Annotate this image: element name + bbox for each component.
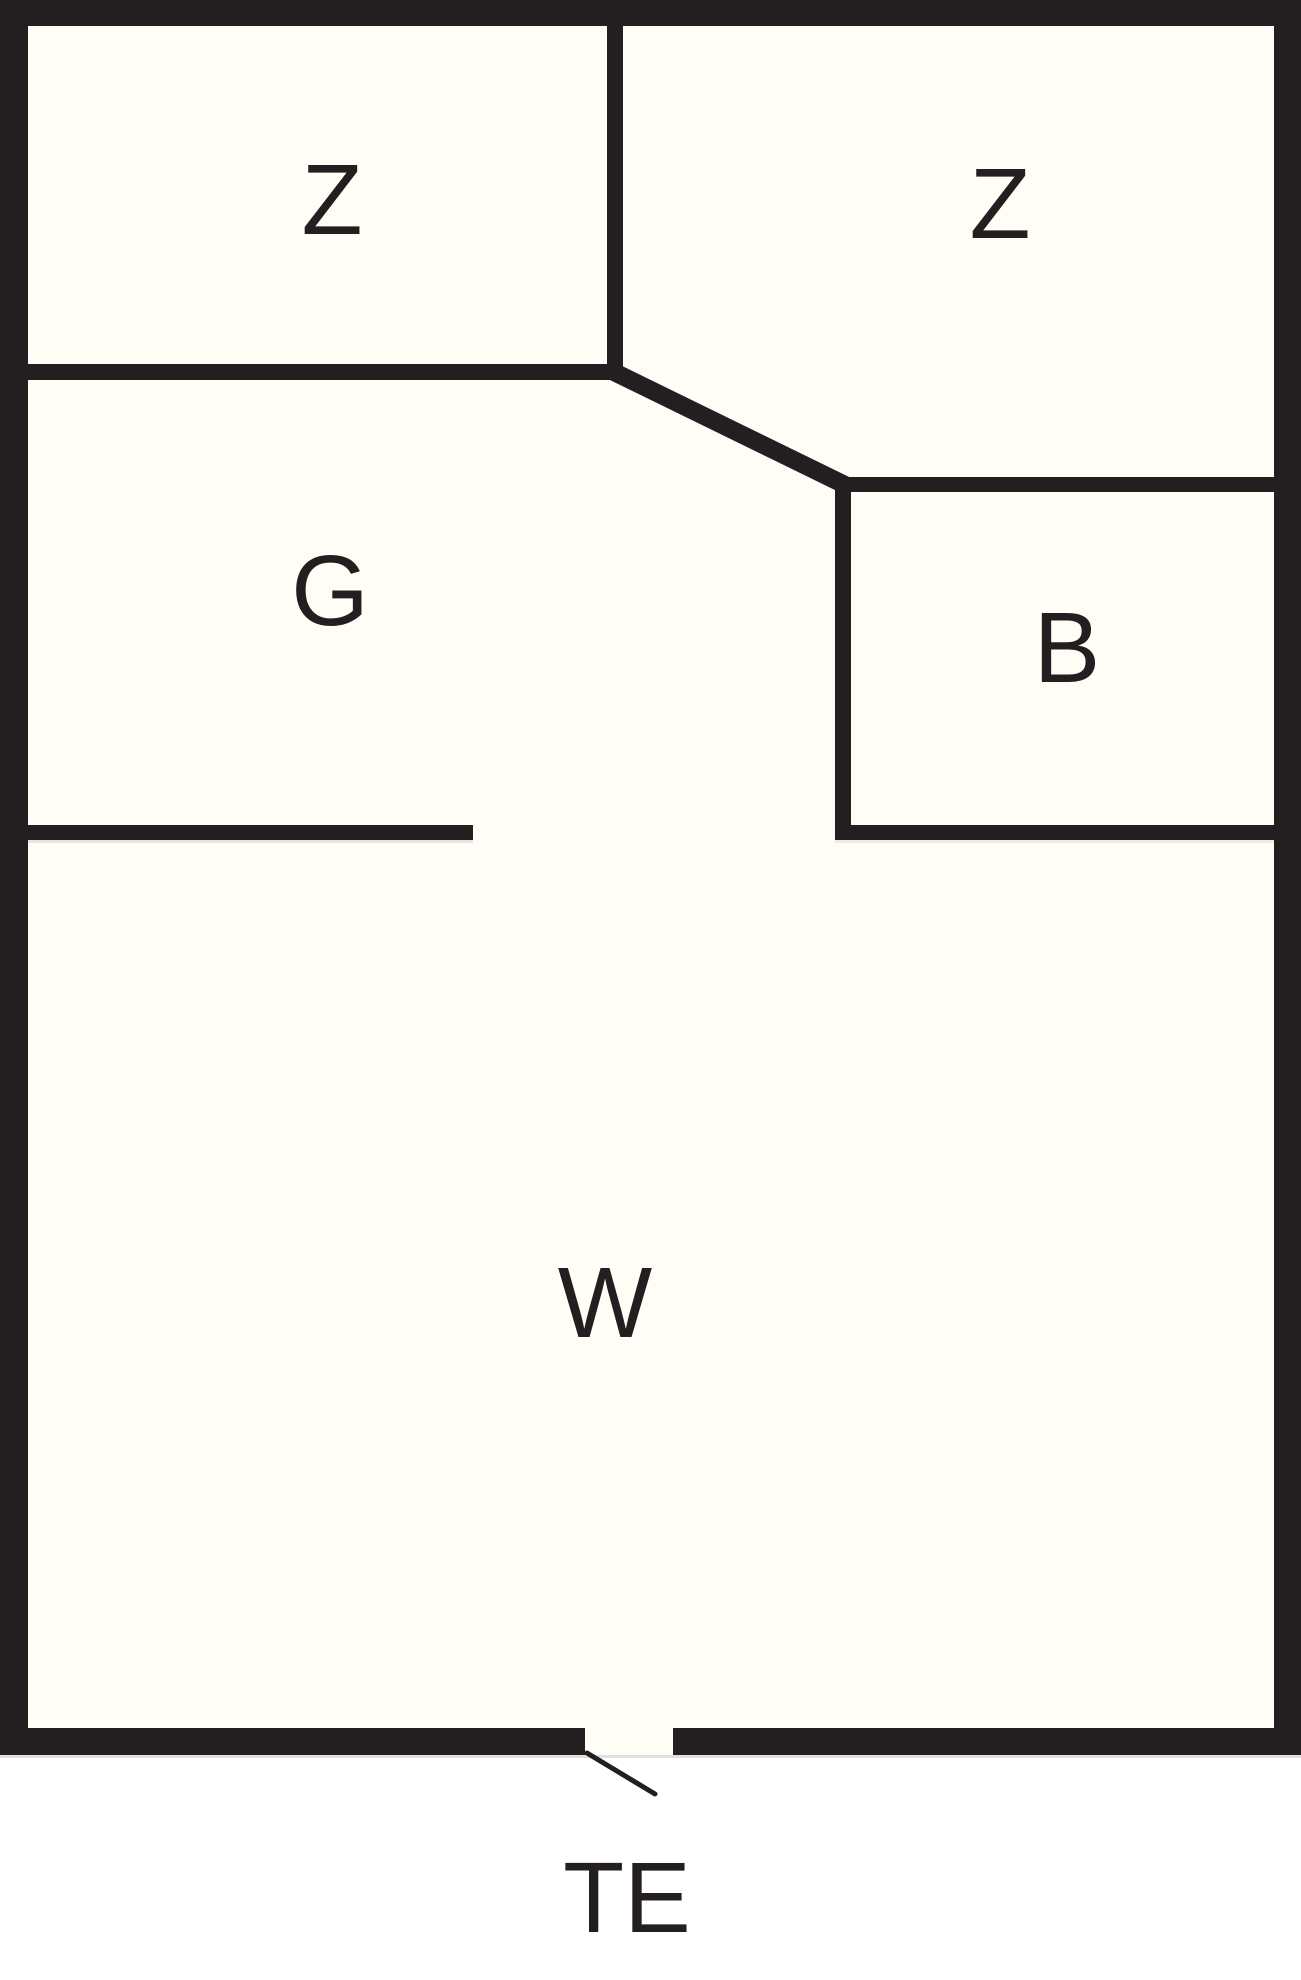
g-wall-shadow bbox=[28, 840, 473, 843]
wall-divider-z-rooms bbox=[607, 26, 623, 380]
entrance-door-leaf-line bbox=[584, 1750, 658, 1797]
wall-b-top bbox=[843, 477, 1274, 492]
wall-diagonal bbox=[603, 360, 856, 497]
wall-outer-bottom-right-segment bbox=[673, 1728, 1301, 1755]
wall-g-bottom bbox=[28, 825, 473, 840]
floor-area bbox=[0, 0, 1301, 1755]
bottom-wall-shadow bbox=[0, 1755, 1301, 1758]
wall-z-left-bottom bbox=[28, 364, 623, 380]
room-label-z-right: Z bbox=[969, 148, 1030, 260]
room-label-g: G bbox=[291, 535, 369, 647]
room-label-z-left: Z bbox=[301, 144, 362, 256]
entrance-label-te: TE bbox=[563, 1842, 691, 1954]
wall-outer-right bbox=[1274, 0, 1301, 1755]
wall-outer-left bbox=[0, 0, 28, 1755]
room-label-b: B bbox=[1034, 592, 1101, 704]
wall-b-left bbox=[835, 477, 851, 840]
room-label-w: W bbox=[558, 1247, 653, 1359]
wall-outer-bottom-left-segment bbox=[0, 1728, 585, 1755]
wall-outer-top bbox=[0, 0, 1301, 26]
b-wall-shadow bbox=[835, 840, 1274, 843]
wall-b-bottom bbox=[835, 825, 1274, 840]
